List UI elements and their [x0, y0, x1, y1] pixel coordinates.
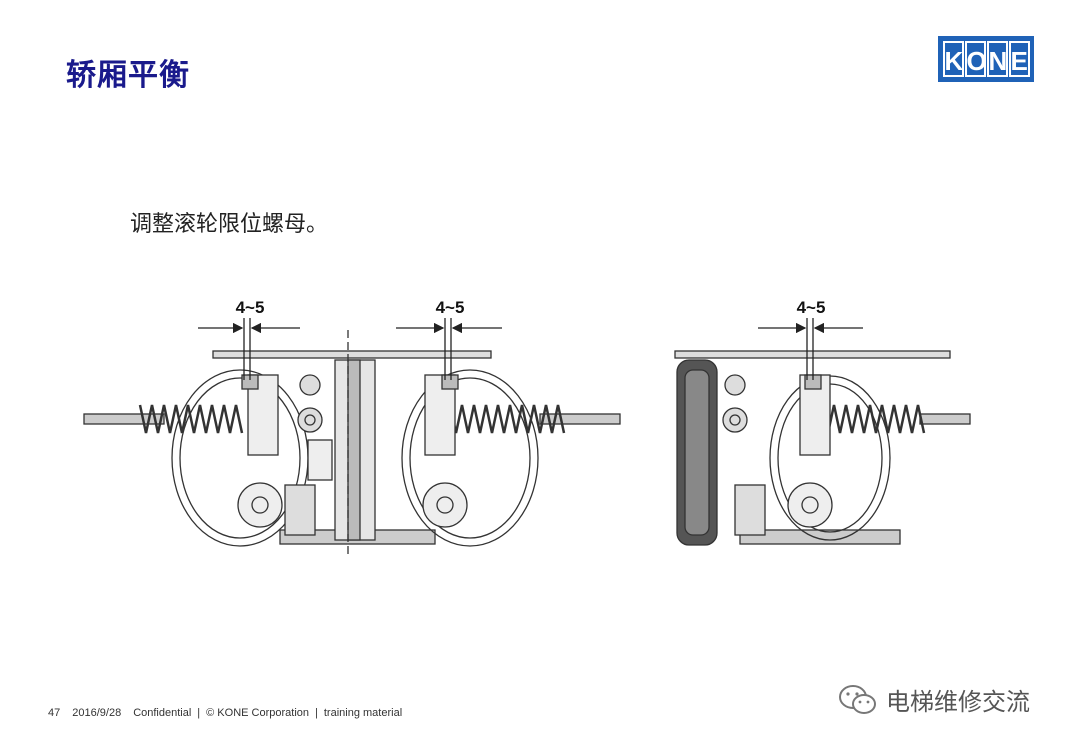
page-number: 47	[48, 707, 61, 719]
left-roller-assembly	[83, 330, 621, 555]
watermark-text: 电梯维修交流	[886, 688, 1030, 716]
slide-footer: 47 2016/9/28 Confidential | © KONE Corpo…	[48, 707, 402, 719]
footer-confidential: Confidential	[133, 707, 192, 719]
instruction-text: 调整滚轮限位螺母。	[130, 212, 329, 237]
logo-letter-k: K	[942, 41, 964, 77]
kone-logo: K O N E	[938, 36, 1034, 82]
footer-copyright: © KONE Corporation	[206, 707, 310, 719]
dimension-label-right: 4~5	[797, 298, 826, 317]
footer-separator: |	[197, 707, 201, 719]
dimension-label-middle: 4~5	[436, 298, 465, 317]
wechat-watermark: 电梯维修交流	[838, 682, 1030, 717]
left-dimension-marks	[198, 318, 502, 380]
logo-letter-n: N	[986, 41, 1008, 77]
right-dimension-marks	[758, 318, 863, 380]
logo-letter-o: O	[964, 41, 987, 77]
dimension-label-left: 4~5	[236, 298, 265, 317]
roller-guide-drawing: 4~5 4~5 4~5	[83, 298, 971, 555]
footer-date: 2016/9/28	[72, 707, 122, 719]
footer-material: training material	[323, 707, 403, 719]
logo-letter-e: E	[1008, 41, 1030, 77]
slide-title: 轿厢平衡	[66, 58, 190, 93]
right-roller-assembly	[674, 350, 971, 546]
wechat-icon	[839, 684, 876, 714]
footer-separator: |	[315, 707, 318, 719]
